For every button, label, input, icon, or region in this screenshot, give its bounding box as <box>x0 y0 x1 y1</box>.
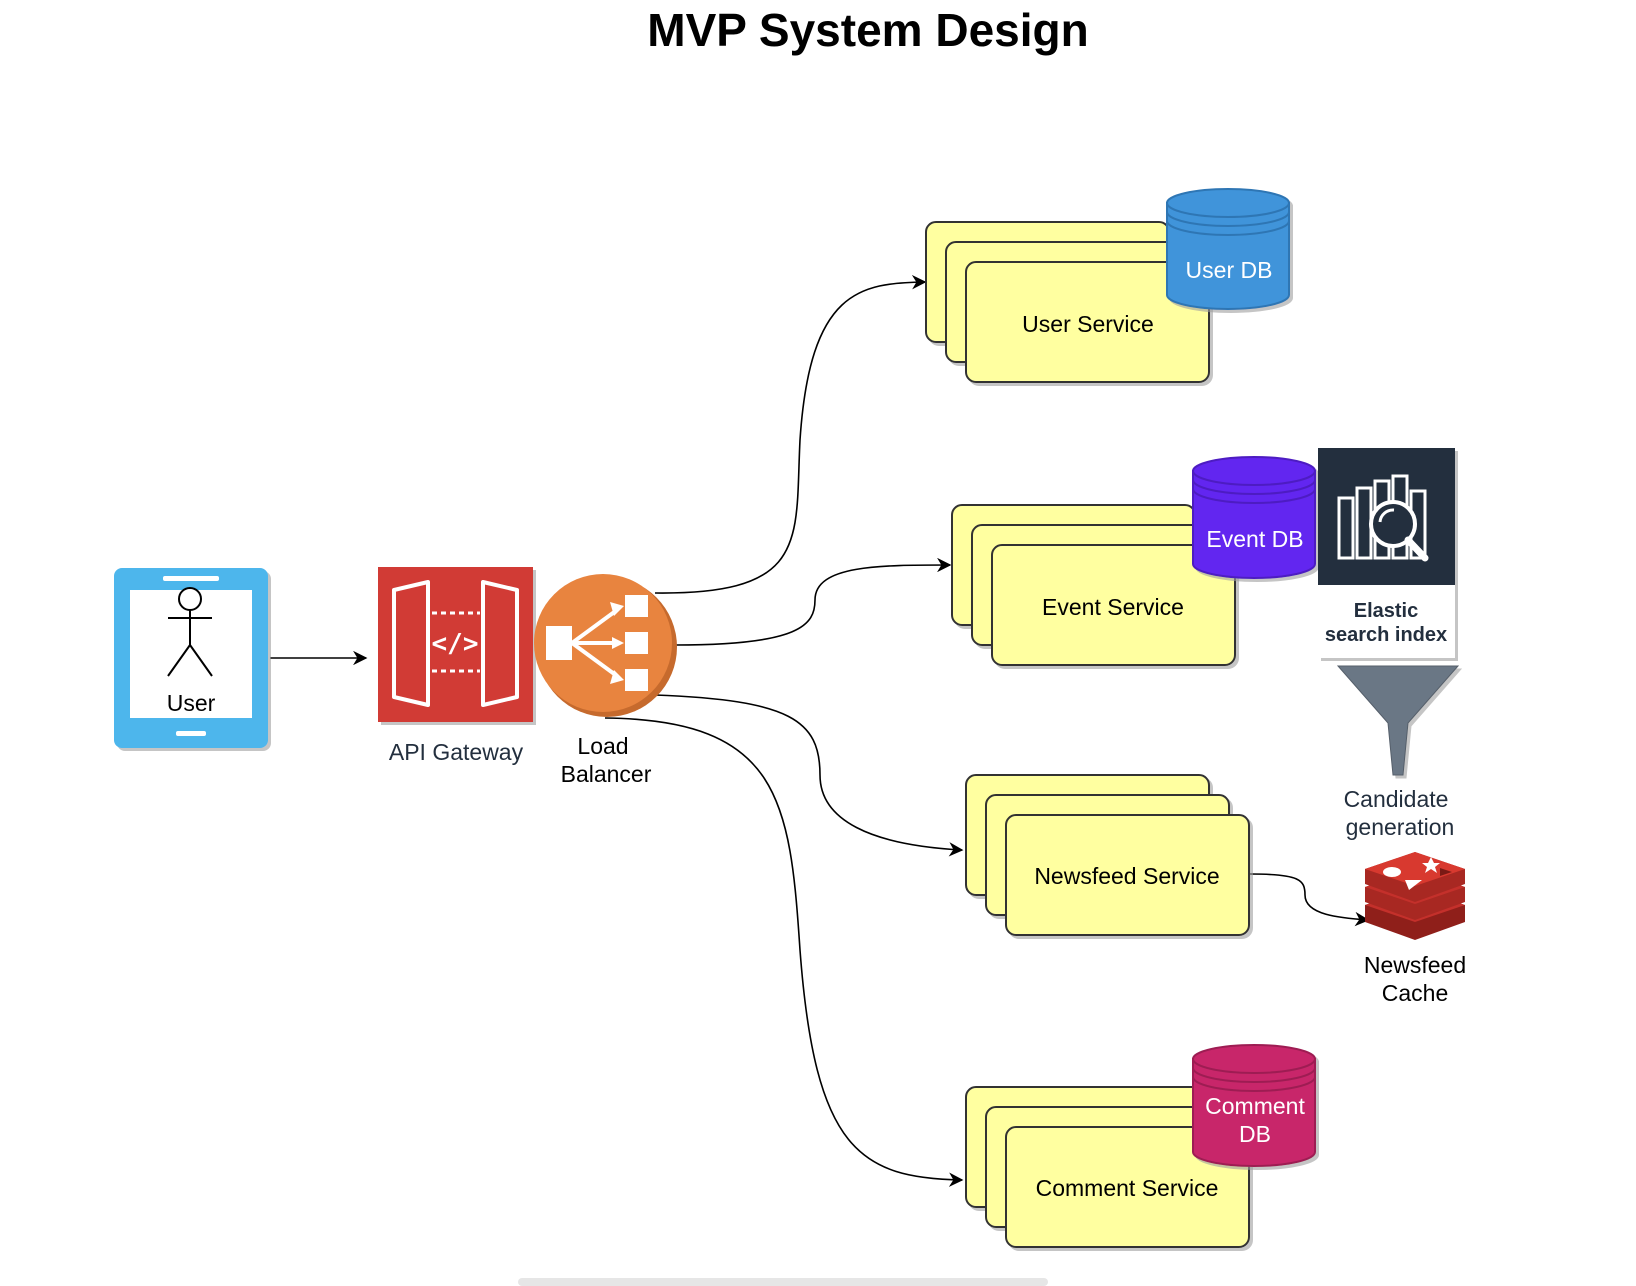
load-balancer-label-line1: Load <box>577 733 628 759</box>
edge-lb-to-comment-service <box>604 717 964 1187</box>
user-db-label: User DB <box>1186 257 1273 283</box>
candidate-generation-node[interactable]: Candidate generation <box>1336 665 1460 840</box>
connectors <box>270 275 1370 1187</box>
newsfeed-service-label: Newsfeed Service <box>1034 863 1219 889</box>
edge-newsfeed-to-cache <box>1249 873 1370 927</box>
user-label: User <box>167 690 216 716</box>
comment-db-label-line2: DB <box>1239 1121 1271 1147</box>
user-service-stack <box>925 221 1210 383</box>
newsfeed-service-node[interactable]: Newsfeed Service <box>965 774 1250 936</box>
svg-text:</>: </> <box>432 629 479 659</box>
user-service-node[interactable]: User Service <box>925 221 1210 383</box>
newsfeed-service-stack <box>965 774 1250 936</box>
edge-lb-to-newsfeed-service <box>654 694 964 857</box>
candidate-label-line1: Candidate <box>1344 786 1449 812</box>
mobile-user-icon <box>114 568 268 748</box>
horizontal-scrollbar[interactable] <box>518 1278 1048 1286</box>
candidate-label-line2: generation <box>1346 814 1455 840</box>
database-icon <box>1192 1044 1316 1167</box>
event-service-node[interactable]: Event Service <box>951 504 1236 666</box>
event-db-label: Event DB <box>1206 526 1303 552</box>
edge-lb-to-event-service <box>674 557 952 646</box>
event-service-stack <box>951 504 1236 666</box>
newsfeed-cache-node[interactable]: Newsfeed Cache <box>1364 852 1466 1006</box>
user-node[interactable]: User <box>114 568 268 748</box>
api-gateway-label: API Gateway <box>389 739 524 765</box>
diagram-title: MVP System Design <box>647 4 1088 56</box>
comment-service-label: Comment Service <box>1036 1175 1219 1201</box>
database-icon <box>1192 456 1316 579</box>
elastic-search-node[interactable]: Elastic search index <box>1318 448 1455 658</box>
event-service-label: Event Service <box>1042 594 1184 620</box>
database-icon <box>1166 188 1290 310</box>
comment-db-label-line1: Comment <box>1205 1093 1305 1119</box>
elasticsearch-icon <box>1318 448 1455 585</box>
newsfeed-cache-label-line1: Newsfeed <box>1364 952 1466 978</box>
elastic-label-line1: Elastic <box>1354 600 1418 622</box>
stick-figure-icon <box>167 587 213 677</box>
api-gateway-node[interactable]: </> API Gateway <box>378 567 533 765</box>
event-db-node[interactable]: Event DB <box>1192 456 1316 579</box>
api-gateway-icon: </> <box>378 567 533 722</box>
load-balancer-node[interactable]: Load Balancer <box>534 574 677 787</box>
redis-icon <box>1365 852 1465 940</box>
comment-service-node[interactable]: Comment Service <box>965 1086 1250 1248</box>
funnel-icon <box>1336 665 1460 776</box>
comment-service-stack <box>965 1086 1250 1248</box>
comment-db-node[interactable]: Comment DB <box>1192 1044 1316 1167</box>
user-db-node[interactable]: User DB <box>1166 188 1290 310</box>
elastic-label-line2: search index <box>1325 624 1447 646</box>
newsfeed-cache-label-line2: Cache <box>1382 980 1448 1006</box>
load-balancer-label-line2: Balancer <box>561 761 652 787</box>
user-service-label: User Service <box>1022 311 1154 337</box>
load-balancer-icon <box>534 574 677 717</box>
edge-lb-to-user-service <box>654 275 927 594</box>
